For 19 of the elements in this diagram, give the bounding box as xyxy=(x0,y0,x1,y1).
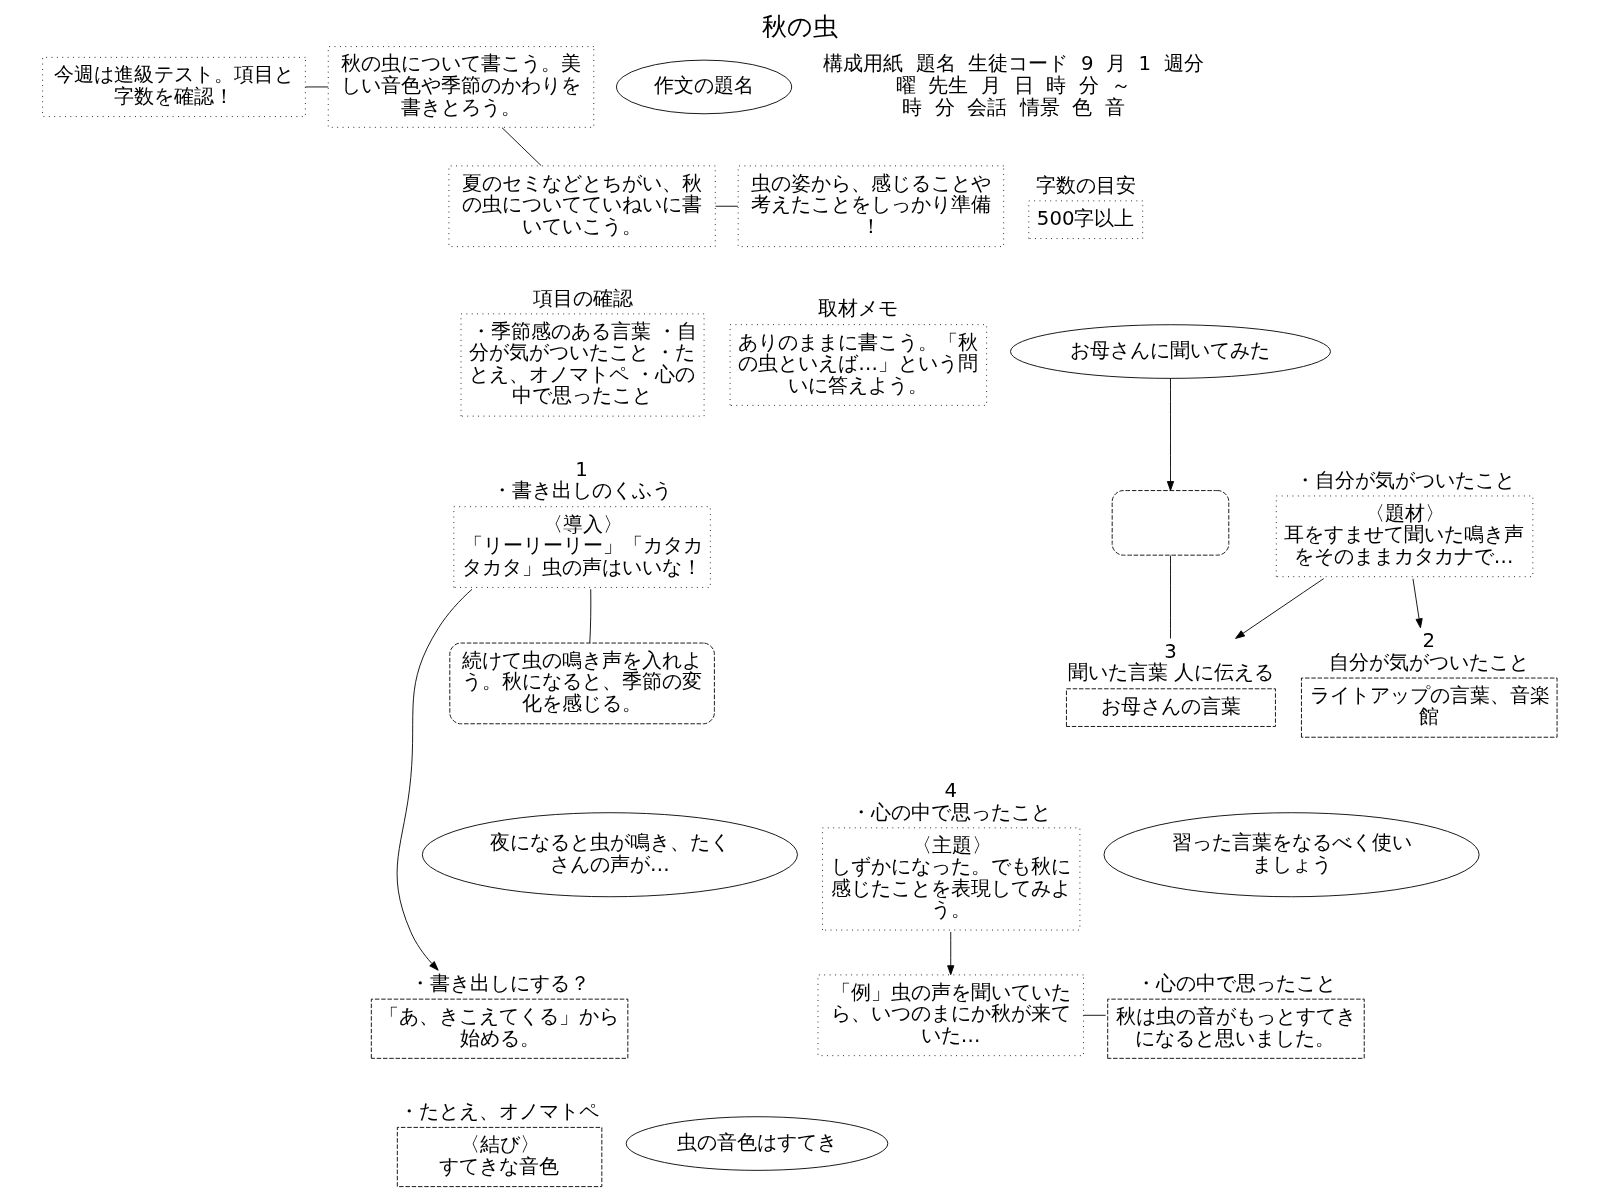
node-label: 4 xyxy=(943,778,957,802)
node-label: ・心の中で思ったこと xyxy=(1135,971,1336,995)
node-label: ・自分が気がついたこと xyxy=(1294,468,1515,492)
node-label: 1 xyxy=(574,457,588,481)
node-label: ・書き出しにする？ xyxy=(409,971,590,995)
label: 曜 先生 月 日 時 分 ～ xyxy=(895,73,1131,97)
node-label: 自分が気がついたこと xyxy=(1328,650,1529,674)
node-label: 2 xyxy=(1422,629,1435,653)
node-label: 3 xyxy=(1163,639,1177,663)
label: 構成用紙 題名 生徒コード 9 月 1 週分 xyxy=(822,52,1204,76)
node-label: ・書き出しのくふう xyxy=(491,479,672,503)
node-label: ・心の中で思ったこと xyxy=(850,800,1051,824)
node-label: 字数の目安 xyxy=(1035,173,1136,197)
diagram-title: 秋の虫 xyxy=(762,12,838,42)
label: 時 分 会話 情景 色 音 xyxy=(901,95,1125,119)
node-label: 項目の確認 xyxy=(532,286,633,310)
node-label: 取材メモ xyxy=(817,297,898,321)
node-label: ・たとえ、オノマトペ xyxy=(398,1100,599,1124)
node-label: 聞いた言葉 人に伝える xyxy=(1067,661,1275,685)
